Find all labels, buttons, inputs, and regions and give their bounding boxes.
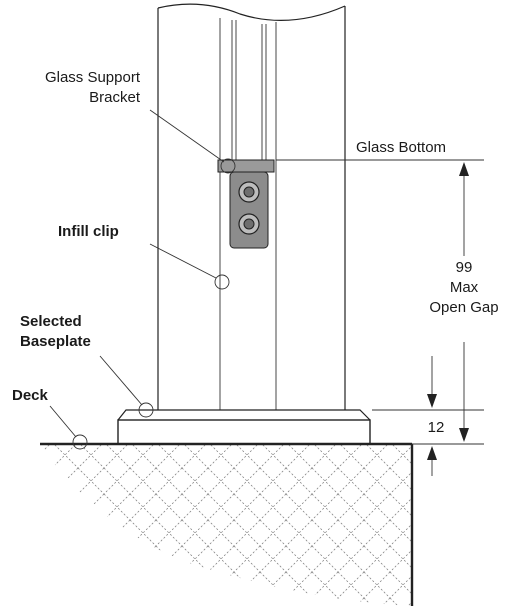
base-arrow-bottom (427, 446, 437, 460)
selected-baseplate-label-line2: Baseplate (20, 333, 91, 350)
base-arrow-top (427, 394, 437, 408)
callouts (49, 109, 236, 450)
baseplate-leader (99, 355, 143, 406)
infill-clip-leader (149, 243, 217, 279)
post (157, 3, 346, 410)
selected-baseplate-label-line1: Selected (20, 313, 82, 330)
deck-callout-circle (72, 434, 88, 450)
infill-clip-callout-circle (214, 274, 230, 290)
gap-max-label: Max (450, 279, 479, 296)
glass-support-label-line2: Bracket (89, 89, 141, 106)
dimension-lines (276, 159, 484, 476)
glass-support-label-line1: Glass Support (45, 69, 141, 86)
baseplate (117, 409, 371, 445)
base-height-label: 12 (428, 419, 445, 436)
deck (40, 442, 414, 606)
infill-clip-label: Infill clip (58, 223, 119, 240)
gap-arrow-bottom (459, 428, 469, 442)
bracket-callout-circle (220, 158, 236, 174)
post-break-line (157, 3, 346, 21)
glass-panel (231, 20, 267, 162)
gap-open-gap-label: Open Gap (429, 299, 498, 316)
deck-label: Deck (12, 387, 49, 404)
glass-support-bracket (217, 159, 275, 249)
baseplate-callout-circle (138, 402, 154, 418)
bracket-leader (149, 109, 225, 163)
labels: Glass Support Bracket Glass Bottom Infil… (12, 69, 499, 436)
deck-leader (49, 405, 77, 438)
gap-value-label: 99 (456, 259, 473, 276)
glass-bottom-label: Glass Bottom (356, 139, 446, 156)
gap-arrow-top (459, 162, 469, 176)
